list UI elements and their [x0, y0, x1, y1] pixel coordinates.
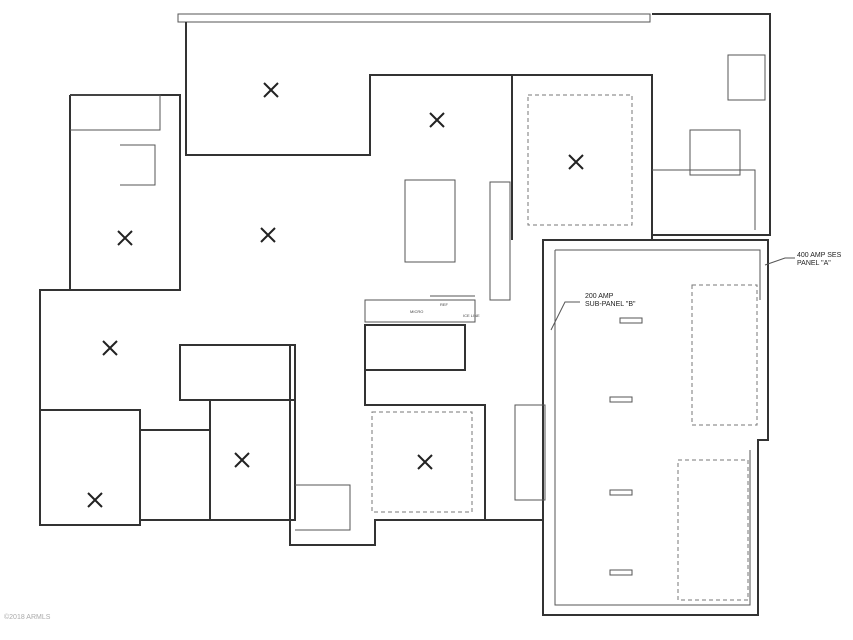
watermark: ©2018 ARMLS: [4, 614, 51, 621]
ceiling-fan-icon: [429, 112, 445, 128]
ceiling-fan-icon: [263, 82, 279, 98]
entry: [295, 484, 351, 531]
ref-label: REF: [440, 302, 448, 307]
panel-a-label: 400 AMP SES PANEL "A": [797, 252, 841, 268]
ceiling-fans: [87, 82, 584, 508]
ceiling-fan-icon: [117, 230, 133, 246]
bedroom-walls: [39, 94, 181, 526]
ceiling-fan-icon: [234, 452, 250, 468]
den-ceiling: [371, 411, 473, 513]
bedroom-3-wall: [209, 345, 296, 521]
garage-wall: [542, 239, 769, 616]
ceiling-fan-icon: [260, 227, 276, 243]
powder-laundry: [364, 324, 543, 521]
panel-b-line1: 200 AMP: [585, 293, 614, 300]
ice-line-label: ICE LINE: [463, 313, 480, 318]
panel-a-line2: PANEL "A": [797, 260, 831, 267]
kitchen-counter: [489, 181, 511, 301]
ceiling-fan-icon: [417, 454, 433, 470]
garage-inner: [554, 249, 761, 606]
panel-a-line1: 400 AMP SES: [797, 252, 842, 259]
panel-b-line2: SUB-PANEL "B": [585, 301, 636, 308]
laundry: [514, 404, 546, 501]
bath-2-closets: [140, 344, 296, 521]
bath-fixtures: [652, 54, 766, 230]
kitchen-island: [404, 179, 456, 263]
den-wall: [289, 345, 486, 546]
panel-a-leader: [764, 257, 795, 266]
ceiling-fan-icon: [568, 154, 584, 170]
master-bath-wall: [652, 13, 771, 236]
ceiling-fan-icon: [102, 340, 118, 356]
ceiling-fan-icon: [87, 492, 103, 508]
vehicle-outline: [677, 459, 749, 601]
panel-b-label: 200 AMP SUB-PANEL "B": [585, 293, 635, 309]
great-room-wall: [185, 22, 513, 240]
pantry-counter: [364, 295, 476, 323]
garage-storage: [609, 317, 643, 576]
tray-ceiling: [527, 94, 633, 226]
patio-edge: [177, 13, 651, 23]
master-bedroom-wall: [512, 74, 653, 241]
micro-label: MICRO: [410, 309, 424, 314]
panel-b-leader: [550, 301, 580, 331]
vehicle-outline: [691, 284, 758, 426]
bath-1: [70, 94, 161, 186]
